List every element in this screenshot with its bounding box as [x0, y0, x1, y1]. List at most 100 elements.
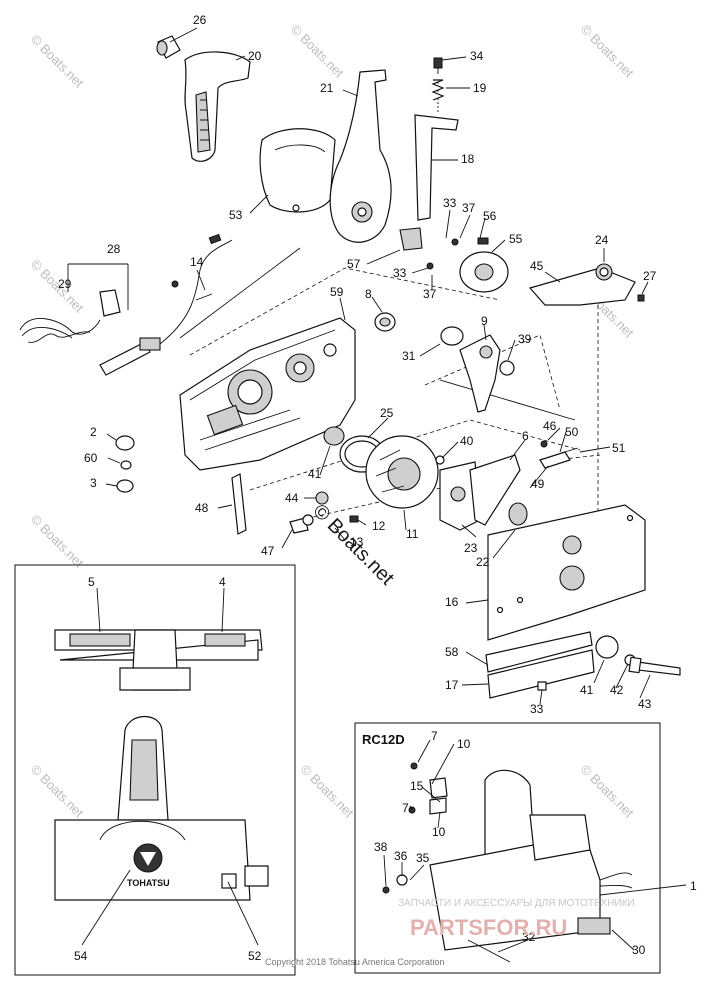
small-parts-46-50-49: [539, 440, 579, 469]
watermark: © Boats.net: [578, 22, 637, 81]
callout-22: 22: [476, 555, 490, 569]
callout-14: 14: [190, 255, 204, 269]
callout-57: 57: [347, 257, 361, 271]
callout-30: 30: [632, 943, 646, 957]
callout-42: 42: [610, 683, 624, 697]
callout-35: 35: [416, 851, 430, 865]
callout-43: 43: [638, 697, 652, 711]
callout-13: 13: [350, 535, 364, 549]
callout-39: 39: [518, 332, 532, 346]
copyright-text: Copyright 2018 Tohatsu America Corporati…: [265, 957, 444, 967]
callout-47: 47: [261, 544, 275, 558]
cover-part: [259, 128, 336, 213]
callout-19: 19: [473, 81, 487, 95]
brand-label: TOHATSU: [127, 878, 170, 888]
watermark: © Boats.net: [28, 762, 87, 821]
callout-labels: 26 20 34 19 21 18 53 33 37 56 55 28 14 2…: [58, 13, 697, 963]
callout-10: 10: [457, 737, 471, 751]
callout-1: 1: [690, 879, 697, 893]
callout-60: 60: [84, 451, 98, 465]
callout-48: 48: [195, 501, 209, 515]
bolt-41-42-43: [595, 635, 681, 676]
watermark: © Boats.net: [298, 762, 357, 821]
callout-50: 50: [565, 425, 579, 439]
plate-22-23: [435, 454, 528, 531]
main-watermark: © Boats.net: [308, 500, 398, 590]
bushing-8: [374, 312, 396, 332]
control-handle: [156, 35, 251, 162]
linkage-parts: [414, 57, 459, 221]
watermark: © Boats.net: [578, 762, 637, 821]
strip-48: [231, 473, 247, 535]
inset-title: RC12D: [362, 732, 405, 747]
leader-lines: [81, 27, 687, 953]
callout-23: 23: [464, 541, 478, 555]
callout-55: 55: [509, 232, 523, 246]
callout-15: 15: [410, 779, 424, 793]
small-parts-44-12-13-47: [289, 491, 359, 534]
callout-33: 33: [443, 196, 457, 210]
callout-2: 2: [90, 425, 97, 439]
callout-20: 20: [248, 49, 262, 63]
pulley-part: [426, 237, 509, 293]
callout-45: 45: [530, 259, 544, 273]
callout-29: 29: [58, 277, 72, 291]
callout-49: 49: [531, 477, 545, 491]
callout-33b: 33: [393, 266, 407, 280]
callout-3: 3: [90, 476, 97, 490]
callout-5: 5: [88, 575, 95, 589]
watermark: © Boats.net: [28, 512, 87, 571]
callout-37: 37: [462, 201, 476, 215]
callout-34: 34: [470, 49, 484, 63]
banner-small-text: ЗАПЧАСТИ И АКСЕССУАРЫ ДЛЯ МОТОТЕХНИКИ: [398, 898, 635, 909]
callout-17: 17: [445, 678, 459, 692]
callout-6: 6: [522, 429, 529, 443]
callout-7: 7: [431, 729, 438, 743]
lever-45: [528, 263, 645, 306]
callout-25: 25: [380, 406, 394, 420]
callout-26: 26: [193, 13, 207, 27]
callout-53: 53: [229, 208, 243, 222]
kill-switch-lanyard: [19, 233, 233, 376]
callout-24: 24: [595, 233, 609, 247]
banner-big-text: PARTSFOR.RU: [410, 915, 567, 940]
callout-36: 36: [394, 849, 408, 863]
callout-9: 9: [481, 314, 488, 328]
callout-32: 32: [522, 930, 536, 944]
callout-16: 16: [445, 595, 459, 609]
callout-10b: 10: [432, 825, 446, 839]
rc12d-inset: RC12D: [354, 722, 661, 974]
bracket-9: [440, 326, 515, 413]
callout-41b: 41: [580, 683, 594, 697]
callout-4: 4: [219, 575, 226, 589]
callout-54: 54: [74, 949, 88, 963]
callout-21: 21: [320, 81, 334, 95]
callout-58: 58: [445, 645, 459, 659]
callout-11: 11: [406, 527, 419, 541]
strip-17-58: [485, 631, 595, 699]
main-housing: [179, 317, 356, 471]
callout-37b: 37: [423, 287, 437, 301]
callout-31: 31: [402, 349, 416, 363]
rings-25-41: [323, 426, 385, 473]
watermark: © Boats.net: [28, 32, 87, 91]
washers-2-60-3: [115, 435, 135, 493]
callout-27: 27: [643, 269, 657, 283]
gear-disc-11: [365, 435, 439, 509]
callout-12: 12: [372, 519, 386, 533]
callout-46: 46: [543, 419, 557, 433]
side-plate-16: [487, 504, 646, 641]
callout-18: 18: [461, 152, 475, 166]
callout-28: 28: [107, 242, 121, 256]
callout-41: 41: [308, 467, 322, 481]
callout-7b: 7: [402, 801, 409, 815]
lever-arm: [329, 69, 423, 251]
callout-56: 56: [483, 209, 497, 223]
callout-8: 8: [365, 287, 372, 301]
callout-44: 44: [285, 491, 299, 505]
watermark: © Boats.net: [288, 22, 347, 81]
callout-51: 51: [612, 441, 626, 455]
callout-59: 59: [330, 285, 344, 299]
screw-33: [537, 681, 547, 691]
